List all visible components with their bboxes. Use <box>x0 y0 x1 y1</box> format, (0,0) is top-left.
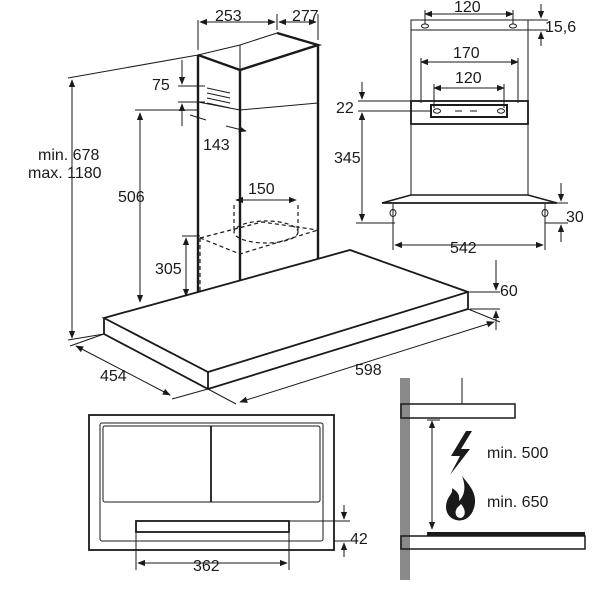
bracket-offset-label: 22 <box>336 100 354 117</box>
bracket-height-label: 345 <box>334 150 361 167</box>
total-height-max-label: max. 1180 <box>28 165 102 182</box>
bracket-top-spacing-label: 120 <box>454 0 481 16</box>
hole-offset-label: 30 <box>566 209 584 226</box>
filter-width-label: 362 <box>193 558 220 575</box>
clearance-side-view: min. 500 min. 650 <box>400 378 586 580</box>
hood-isometric-view: 253 277 min. 678 max. 1180 75 143 506 15… <box>28 8 518 405</box>
hole-spacing-label: 542 <box>450 240 477 257</box>
bracket-top-offset-label: 15,6 <box>545 19 576 36</box>
mount-holes <box>389 204 549 223</box>
vent-offset-label: 143 <box>203 137 230 154</box>
vent-slots <box>206 87 231 109</box>
chimney-height-label: 506 <box>118 189 145 206</box>
bracket-spacing-label: 120 <box>455 70 482 87</box>
hood-thickness-label: 60 <box>500 283 518 300</box>
vent-height-label: 75 <box>152 77 170 94</box>
motor-height-label: 305 <box>155 261 182 278</box>
hood-depth-label: 454 <box>100 368 127 385</box>
bracket-width-label: 170 <box>453 45 480 62</box>
total-height-min-label: min. 678 <box>38 147 99 164</box>
bracket-front-view: 120 15,6 170 120 22 <box>334 0 584 257</box>
electric-clearance-label: min. 500 <box>487 445 548 462</box>
gas-clearance-label: min. 650 <box>487 494 548 511</box>
chimney-width-label: 277 <box>292 8 319 25</box>
hood-width-label: 598 <box>355 362 382 379</box>
hood-bottom-view: 362 42 <box>88 414 368 575</box>
filter-height-label: 42 <box>350 531 368 548</box>
flame-icon <box>446 476 476 521</box>
lightning-icon <box>450 431 472 475</box>
duct-diameter-label: 150 <box>248 181 275 198</box>
chimney-depth-label: 253 <box>215 8 242 25</box>
